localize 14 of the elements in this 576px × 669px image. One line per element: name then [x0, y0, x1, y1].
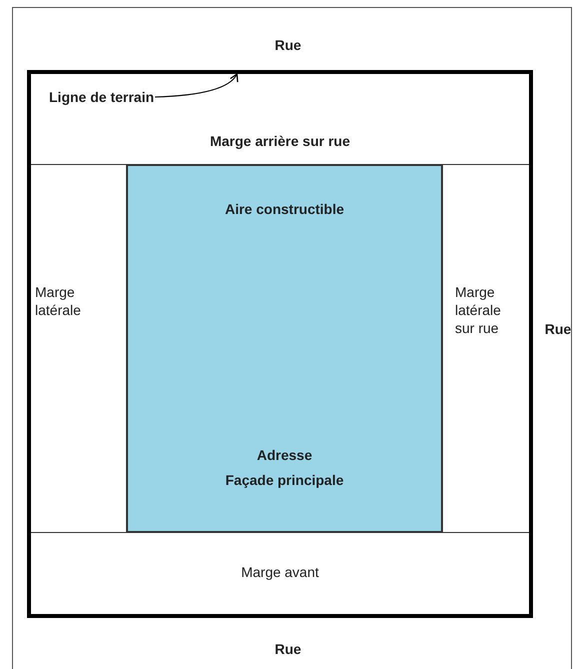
zone-label: Marge latérale	[35, 283, 82, 319]
street-label: Rue	[544, 320, 572, 338]
zone-label: Marge arrière sur rue	[208, 132, 352, 150]
zone-label: Marge avant	[240, 563, 320, 581]
street-label: Rue	[274, 36, 302, 54]
lot-outline	[27, 70, 533, 618]
buildable-area	[127, 165, 442, 532]
zone-label: Façade principale	[224, 471, 345, 489]
zone-label: Adresse	[256, 446, 314, 464]
callout-label: Ligne de terrain	[49, 88, 154, 106]
street-label: Rue	[274, 640, 302, 658]
zone-label: Aire constructible	[224, 200, 346, 218]
leader-line	[154, 73, 238, 98]
zone-label: Marge latérale sur rue	[455, 283, 502, 337]
